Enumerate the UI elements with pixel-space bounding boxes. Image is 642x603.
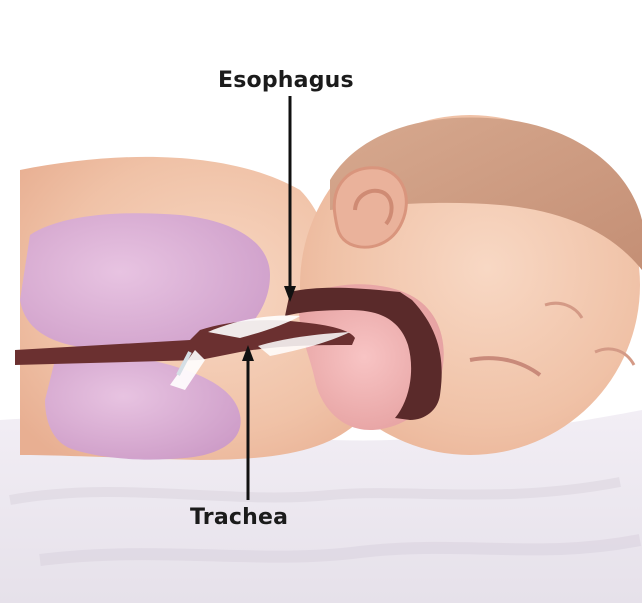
esophagus-label: Esophagus (218, 68, 354, 93)
trachea-label: Trachea (190, 505, 288, 530)
